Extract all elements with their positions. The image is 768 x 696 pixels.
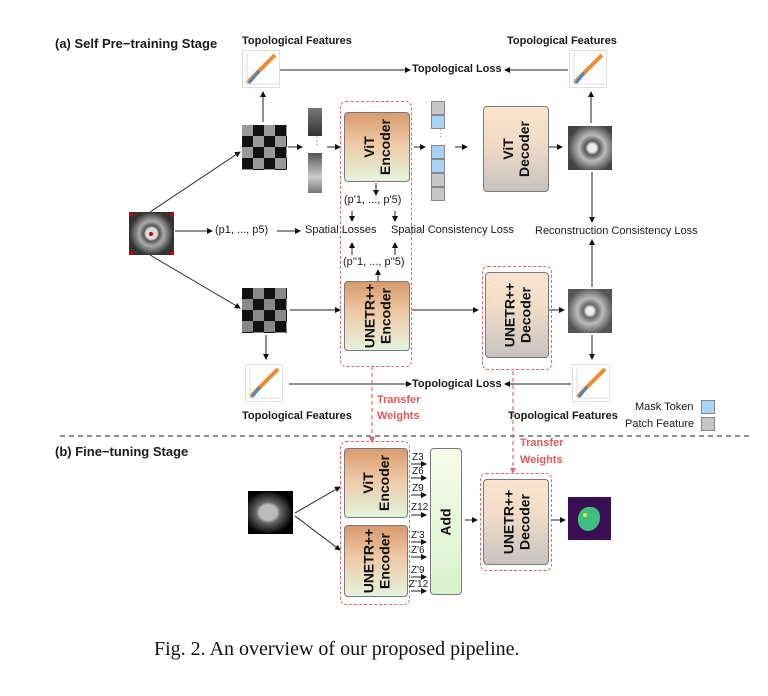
z-label: Z12 bbox=[411, 502, 429, 513]
finetune-input-ct bbox=[248, 491, 293, 534]
token-ellipsis: ⋮ bbox=[436, 128, 445, 138]
persistence-diagram-bottom-right bbox=[572, 364, 610, 402]
token-patch bbox=[431, 173, 445, 187]
vit-encoder-label-b: ViT Encoder bbox=[359, 454, 392, 512]
p-double-prime-label: (p''1, ..., p''5) bbox=[343, 256, 405, 268]
transfer-weights-label-2a: Transfer bbox=[520, 437, 564, 449]
unetr-decoder-label-b: UNETR++ Decoder bbox=[500, 489, 533, 555]
token-mask bbox=[431, 145, 445, 159]
encoder-dashed-group-b bbox=[340, 441, 410, 605]
legend-mask-token-label: Mask Token bbox=[635, 401, 694, 413]
reconstruction-consistency-loss-label: Reconstruction Consistency Loss bbox=[535, 225, 698, 237]
topo-features-label-bottom-right: Topological Features bbox=[508, 410, 618, 422]
segmentation-output bbox=[568, 497, 611, 540]
add-label: Add bbox=[438, 507, 454, 536]
token-mask bbox=[431, 115, 445, 129]
topo-features-label-top-left: Topological Features bbox=[242, 35, 352, 47]
unetr-vit-encoder-dashed-group bbox=[340, 101, 412, 367]
unetr-decoder-label-a: UNETR++ Decoder bbox=[501, 282, 534, 348]
input-ct-image bbox=[129, 212, 174, 255]
reconstruction-image-top bbox=[568, 126, 612, 170]
patch-strip-ellipsis: ⋮ bbox=[312, 136, 322, 147]
persistence-diagram-top-right bbox=[569, 50, 607, 88]
z-label: Z3 bbox=[412, 452, 424, 463]
unetr-decoder-block-b: UNETR++ Decoder bbox=[483, 479, 549, 565]
p-prime-label: (p'1, ..., p'5) bbox=[344, 194, 402, 206]
unetr-decoder-block-a: UNETR++ Decoder bbox=[485, 272, 549, 358]
legend-patch-feature-swatch bbox=[701, 417, 715, 431]
unetr-decoder-dashed-group-a bbox=[482, 266, 552, 370]
z-prime-label: Z'3 bbox=[411, 530, 425, 541]
topo-loss-label-bottom: Topological Loss bbox=[412, 378, 502, 390]
persistence-diagram-bottom-left bbox=[245, 364, 283, 402]
topo-loss-label-top: Topological Loss bbox=[412, 63, 502, 75]
transfer-weights-label-1b: Weights bbox=[377, 410, 420, 422]
figure-caption: Fig. 2. An overview of our proposed pipe… bbox=[154, 638, 520, 660]
spatial-consistency-loss-label: Spatial Consistency Loss bbox=[391, 224, 514, 236]
vit-decoder-block: ViT Decoder bbox=[483, 106, 549, 192]
z-prime-label: Z'12 bbox=[409, 579, 429, 590]
vit-encoder-block-a: ViT Encoder bbox=[344, 112, 410, 182]
vit-decoder-label: ViT Decoder bbox=[500, 120, 532, 178]
p-orig-label: (p1, ..., p5) bbox=[215, 224, 269, 236]
z-prime-label: Z'9 bbox=[411, 565, 425, 576]
legend-mask-token-swatch bbox=[701, 400, 715, 414]
unetr-encoder-label-b: UNETR++ Encoder bbox=[360, 528, 393, 594]
vit-encoder-block-b: ViT Encoder bbox=[344, 448, 408, 518]
add-block: Add bbox=[430, 448, 462, 595]
token-mask bbox=[431, 159, 445, 173]
unetr-decoder-dashed-group-b bbox=[480, 473, 552, 571]
patch-strip-1 bbox=[308, 108, 322, 136]
stage-a-title: (a) Self Pre−training Stage bbox=[55, 36, 218, 51]
legend-patch-feature-label: Patch Feature bbox=[625, 418, 695, 430]
vit-encoder-label: ViT Encoder bbox=[360, 118, 393, 176]
z-label: Z9 bbox=[412, 483, 424, 494]
topo-features-label-bottom-left: Topological Features bbox=[242, 410, 352, 422]
masked-image-top bbox=[242, 125, 287, 170]
unetr-encoder-block-a: UNETR++ Encoder bbox=[344, 281, 410, 351]
token-patch bbox=[431, 187, 445, 201]
segmentation-mask-spot bbox=[583, 513, 587, 517]
z-label: Z6 bbox=[412, 466, 424, 477]
token-patch bbox=[431, 101, 445, 115]
topo-features-label-top-right: Topological Features bbox=[507, 35, 617, 47]
masked-image-bottom bbox=[242, 288, 287, 333]
patch-strip-2 bbox=[308, 153, 322, 193]
unetr-encoder-label: UNETR++ Encoder bbox=[361, 283, 394, 349]
reconstruction-image-bottom bbox=[568, 289, 612, 333]
segmentation-mask-region bbox=[578, 507, 600, 531]
z-prime-label: Z'6 bbox=[411, 545, 425, 556]
transfer-weights-label-1a: Transfer bbox=[377, 394, 421, 406]
stage-b-title: (b) Fine−tuning Stage bbox=[55, 444, 189, 459]
transfer-weights-label-2b: Weights bbox=[520, 454, 563, 466]
persistence-diagram-top-left bbox=[242, 50, 280, 88]
spatial-losses-label: Spatial Losses bbox=[305, 224, 377, 236]
unetr-encoder-block-b: UNETR++ Encoder bbox=[344, 525, 408, 597]
